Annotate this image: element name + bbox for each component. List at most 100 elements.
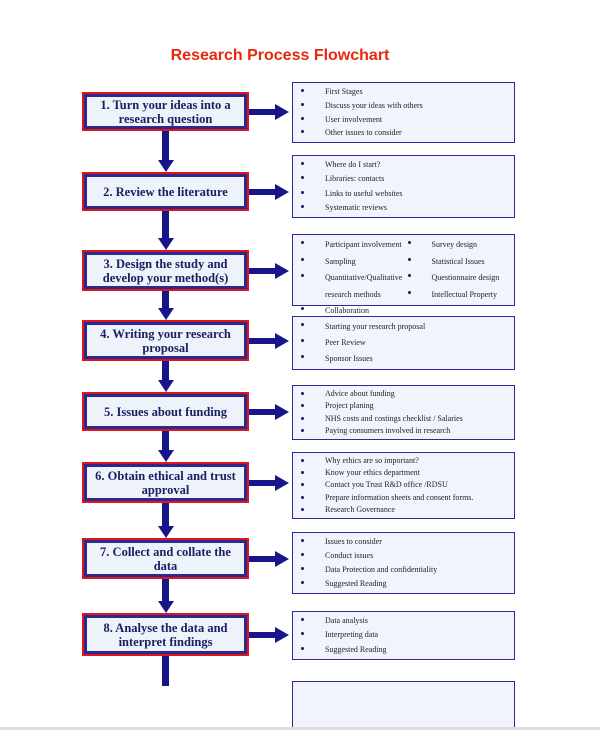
arrow-down-shaft [162,503,169,526]
arrow-right-shaft [249,556,277,562]
note-item: Starting your research proposal [301,319,514,335]
arrow-right-shaft [249,109,277,115]
step-box-8: 8. Analyse the data and interpret findin… [82,613,249,656]
arrow-down-shaft [162,361,169,380]
arrow-right-shaft [249,268,277,274]
note-item: Intellectual Property [407,287,515,304]
note-item: Other issues to consider [301,126,514,140]
arrow-down-head [158,160,174,172]
page-title: Research Process Flowchart [170,47,390,64]
note-item: Conduct issues [301,549,514,563]
note-item: Know your ethics department [301,467,514,479]
step-box-7: 7. Collect and collate the data [82,538,249,579]
note-item: Data analysis [301,614,514,628]
note-item: Collaboration [301,303,408,320]
arrow-down-head [158,238,174,250]
note-list: Why ethics are so important?Know your et… [301,455,514,516]
step-label: 1. Turn your ideas into a research quest… [87,97,244,126]
page-bottom-edge [0,727,600,730]
arrow-right-head [275,184,289,200]
note-item: Survey design [407,237,515,254]
arrow-right-head [275,104,289,120]
arrow-down-head [158,380,174,392]
arrow-down-shaft [162,291,169,308]
step-box-6: 6. Obtain ethical and trust approval [82,462,249,503]
step-box-3: 3. Design the study and develop your met… [82,250,249,291]
note-item: Advice about funding [301,388,514,400]
note-item: Questionnaire design [407,270,515,287]
arrow-right-head [275,475,289,491]
arrow-right-head [275,333,289,349]
note-item: Statistical Issues [407,254,515,271]
arrow-right-shaft [249,480,277,486]
note-item: Quantitative/Qualitative research method… [301,270,408,303]
arrow-down-shaft [162,131,169,160]
arrow-right-head [275,551,289,567]
note-item: Paying consumers involved in research [301,425,514,437]
step-label: 6. Obtain ethical and trust approval [87,467,244,498]
arrow-right-head [275,627,289,643]
step-label: 7. Collect and collate the data [87,543,244,574]
arrow-down-head [158,450,174,462]
arrow-down-head [158,526,174,538]
step-label: 8. Analyse the data and interpret findin… [87,618,244,651]
arrow-down-head [158,601,174,613]
note-box-partial [292,681,515,730]
note-item: Where do I start? [301,158,514,172]
arrow-down-shaft [162,211,169,238]
note-item: Sampling [301,254,408,271]
note-item: Sponsor Issues [301,351,514,367]
note-item: Suggested Reading [301,577,514,591]
note-item: NHS costs and costings checklist / Salar… [301,413,514,425]
arrow-right-head [275,404,289,420]
step-label: 3. Design the study and develop your met… [87,255,244,286]
step-label: 5. Issues about funding [87,397,244,426]
arrow-down-head [158,308,174,320]
note-item: Peer Review [301,335,514,351]
note-box-6: Why ethics are so important?Know your et… [292,452,515,519]
note-item: Discuss your ideas with others [301,99,514,113]
note-item: Why ethics are so important? [301,455,514,467]
note-item: Issues to consider [301,535,514,549]
note-item: Data Protection and confidentiality [301,563,514,577]
step-label: 2. Review the literature [87,177,244,206]
step-box-5: 5. Issues about funding [82,392,249,431]
note-item: User involvement [301,113,514,127]
arrow-right-shaft [249,632,277,638]
step-box-4: 4. Writing your research proposal [82,320,249,361]
arrow-down-shaft [162,431,169,450]
step-box-2: 2. Review the literature [82,172,249,211]
arrow-right-shaft [249,338,277,344]
note-item: Libraries: contacts [301,172,514,186]
note-item: Links to useful websites [301,187,514,201]
note-item: Systematic reviews [301,201,514,215]
step-box-1: 1. Turn your ideas into a research quest… [82,92,249,131]
note-item: Contact you Trust R&D office /RDSU [301,479,514,491]
note-item: Suggested Reading [301,643,514,657]
step-label: 4. Writing your research proposal [87,325,244,356]
arrow-right-shaft [249,409,277,415]
note-item: Interpreting data [301,628,514,642]
arrow-right-shaft [249,189,277,195]
note-item: Prepare information sheets and consent f… [301,492,514,504]
arrow-down-shaft [162,579,169,601]
arrow-down-partial [162,656,169,686]
note-item: Research Governance [301,504,514,516]
note-item: Project planing [301,400,514,412]
